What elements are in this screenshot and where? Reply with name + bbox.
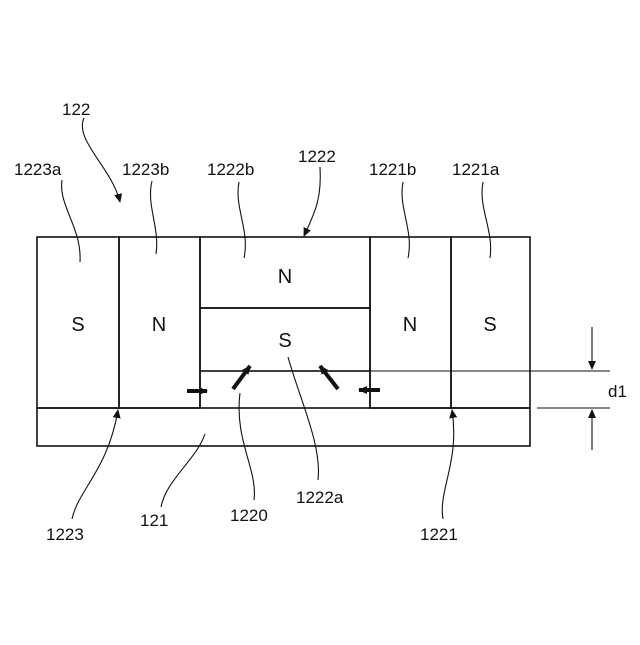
label-122: 122 — [62, 100, 90, 119]
leader-121 — [161, 434, 205, 507]
label-1222a: 1222a — [296, 488, 344, 507]
pole-1222a: S — [278, 330, 291, 352]
label-1221a: 1221a — [452, 160, 500, 179]
label-121: 121 — [140, 511, 168, 530]
leader-1221 — [442, 410, 454, 519]
dimension-d1: d1 — [370, 327, 627, 450]
pole-1223b: N — [152, 314, 166, 336]
pole-1222b: N — [278, 266, 292, 288]
leader-1222a — [288, 357, 318, 480]
leader-1222 — [304, 167, 320, 236]
label-1223a: 1223a — [14, 160, 62, 179]
leader-1223b — [150, 181, 156, 254]
label-1223b: 1223b — [122, 160, 169, 179]
label-1222b: 1222b — [207, 160, 254, 179]
label-1220: 1220 — [230, 506, 268, 525]
label-1221: 1221 — [420, 525, 458, 544]
leader-1221b — [402, 182, 409, 258]
pole-1221b: N — [403, 314, 417, 336]
leader-122 — [82, 118, 120, 202]
label-d1: d1 — [608, 382, 627, 401]
leader-1222b — [238, 182, 245, 258]
label-1221b: 1221b — [369, 160, 416, 179]
label-1222: 1222 — [298, 147, 336, 166]
leader-1223a — [62, 180, 81, 262]
pole-1221a: S — [483, 314, 496, 336]
arrow-up-right-icon — [233, 366, 250, 389]
leader-1221a — [482, 182, 491, 258]
leader-1223 — [72, 410, 118, 519]
magnetization-arrows — [187, 366, 380, 391]
label-1223: 1223 — [46, 525, 84, 544]
arrow-up-left-icon — [320, 366, 338, 389]
pole-1223a: S — [71, 314, 84, 336]
